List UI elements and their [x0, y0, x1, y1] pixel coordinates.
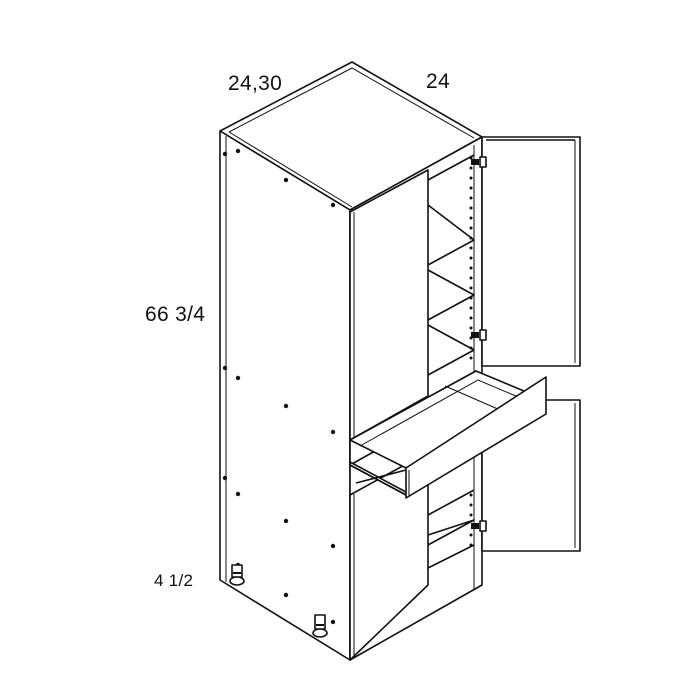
width-dimension: 24,30	[228, 72, 283, 95]
drawer-open	[349, 370, 547, 499]
height-dimension: 66 3/4	[145, 303, 206, 326]
toe-kick-dimension: 4 1/2	[154, 571, 194, 590]
hinge-icon	[471, 520, 487, 532]
hinge-icon	[471, 156, 487, 341]
leveling-leg-right	[312, 614, 328, 638]
upper-right-door-open	[481, 136, 581, 367]
upper-left-door	[349, 169, 429, 441]
depth-dimension: 24	[426, 70, 450, 93]
leveling-leg-left	[229, 564, 245, 586]
